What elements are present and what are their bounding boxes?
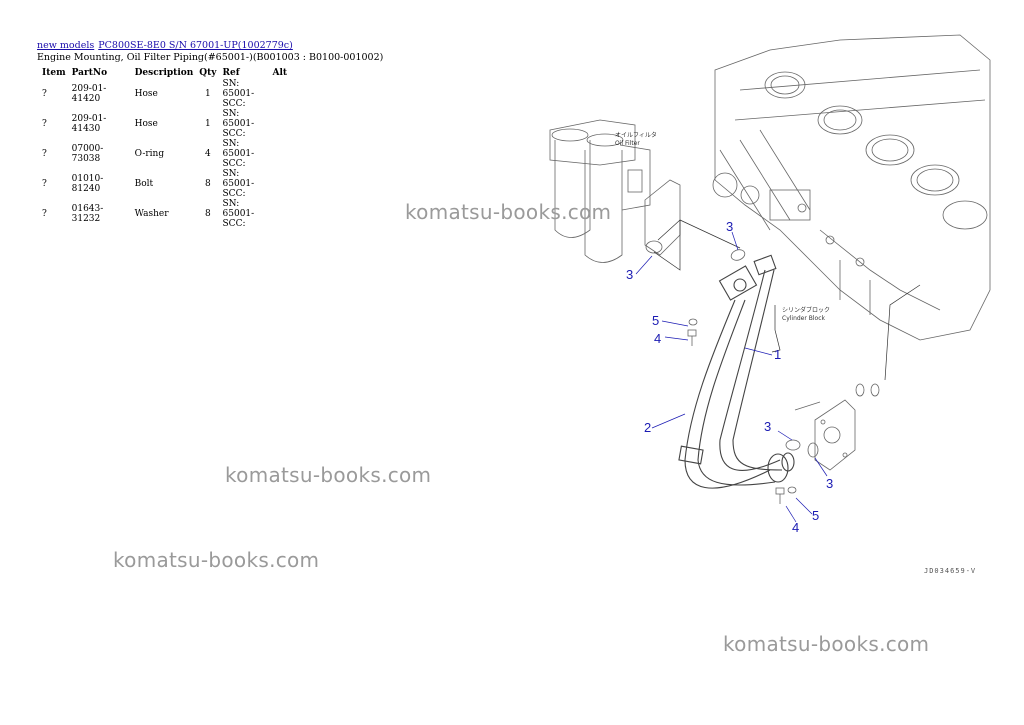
breadcrumb-link-model[interactable]: PC800SE-8E0 S/N 67001-UP(1002779c) [98, 40, 293, 51]
o-ring-drawing [785, 439, 801, 451]
page-title: Engine Mounting, Oil Filter Piping(#6500… [37, 52, 384, 63]
o-ring-drawing [807, 442, 819, 458]
cell-partno: 209-01-41430 [71, 114, 107, 134]
cell-alt [270, 139, 296, 169]
cell-description: Bolt [134, 179, 154, 189]
callout-4: 4 [654, 331, 661, 346]
o-ring-drawing [870, 383, 880, 397]
cell-item: ? [42, 149, 47, 159]
cell-item: ? [42, 209, 47, 219]
cell-partno: 01010-81240 [71, 174, 104, 194]
figure-number: JD034659-V [924, 567, 977, 575]
callout-3: 3 [626, 267, 633, 282]
washer-drawing [787, 486, 797, 494]
label-cylinder-block-en: Cylinder Block [782, 315, 826, 322]
callout-3: 3 [726, 219, 733, 234]
cell-partno: 01643-31232 [71, 204, 104, 224]
cell-qty: 8 [205, 209, 211, 219]
cell-alt [270, 169, 296, 199]
parts-diagram: オイルフィルタ Oil Filter シリンダブロック Cylinder Blo… [549, 34, 991, 535]
table-row: ? 209-01-41420 Hose 1 SN: 65001-SCC: [37, 79, 296, 109]
cell-alt [270, 79, 296, 109]
parts-table: Item PartNo Description Qty Ref Alt ? 20… [37, 66, 296, 230]
cell-ref: SN: 65001-SCC: [222, 109, 255, 139]
cell-description: Hose [134, 119, 158, 129]
table-row: ? 01010-81240 Bolt 8 SN: 65001-SCC: [37, 169, 296, 199]
cell-description: Washer [134, 209, 169, 219]
cylinder-block-drawing [712, 34, 991, 341]
table-row: ? 209-01-41430 Hose 1 SN: 65001-SCC: [37, 109, 296, 139]
cell-ref: SN: 65001-SCC: [222, 169, 255, 199]
cell-qty: 1 [205, 119, 211, 129]
right-flange-drawing [794, 399, 856, 471]
cell-alt [270, 199, 296, 229]
label-cylinder-block-jp: シリンダブロック [782, 306, 830, 314]
cell-description: O-ring [134, 149, 165, 159]
callout-3: 3 [764, 419, 771, 434]
watermark: komatsu-books.com [113, 548, 320, 572]
table-header-row: Item PartNo Description Qty Ref Alt [37, 66, 296, 79]
header-ref: Ref [222, 67, 240, 78]
watermark: komatsu-books.com [723, 632, 930, 656]
watermark: komatsu-books.com [225, 463, 432, 487]
header-qty: Qty [199, 67, 217, 78]
cell-ref: SN: 65001-SCC: [222, 199, 255, 229]
header-alt: Alt [272, 67, 288, 78]
cell-ref: SN: 65001-SCC: [222, 139, 255, 169]
o-ring-drawing [855, 383, 865, 397]
cell-item: ? [42, 179, 47, 189]
cell-partno: 07000-73038 [71, 144, 104, 164]
watermark: komatsu-books.com [405, 200, 612, 224]
header-description: Description [134, 67, 194, 78]
washer-drawing [688, 318, 698, 326]
callout-5: 5 [652, 313, 659, 328]
breadcrumb-link-new-models[interactable]: new models [37, 40, 95, 51]
cell-partno: 209-01-41420 [71, 84, 107, 104]
cell-qty: 4 [205, 149, 211, 159]
o-ring-drawing [730, 249, 746, 261]
cell-alt [270, 109, 296, 139]
bolt-drawing [687, 329, 697, 346]
cell-description: Hose [134, 89, 158, 99]
cell-item: ? [42, 89, 47, 99]
table-row: ? 07000-73038 O-ring 4 SN: 65001-SCC: [37, 139, 296, 169]
hoses-drawing [678, 254, 795, 489]
label-oil-filter-en: Oil Filter [615, 140, 640, 147]
o-ring-drawing [645, 240, 663, 254]
cell-qty: 8 [205, 179, 211, 189]
callout-2: 2 [644, 420, 651, 435]
callout-3: 3 [826, 476, 833, 491]
cell-qty: 1 [205, 89, 211, 99]
cell-ref: SN: 65001-SCC: [222, 79, 255, 109]
header-partno: PartNo [71, 67, 108, 78]
callout-5: 5 [812, 508, 819, 523]
label-oil-filter-jp: オイルフィルタ [615, 131, 657, 139]
header-item: Item [42, 67, 66, 78]
oil-filter-drawing [549, 119, 651, 263]
bolt-drawing [775, 487, 785, 504]
callout-4: 4 [792, 520, 799, 535]
table-row: ? 01643-31232 Washer 8 SN: 65001-SCC: [37, 199, 296, 229]
callout-1: 1 [774, 347, 781, 362]
cell-item: ? [42, 119, 47, 129]
